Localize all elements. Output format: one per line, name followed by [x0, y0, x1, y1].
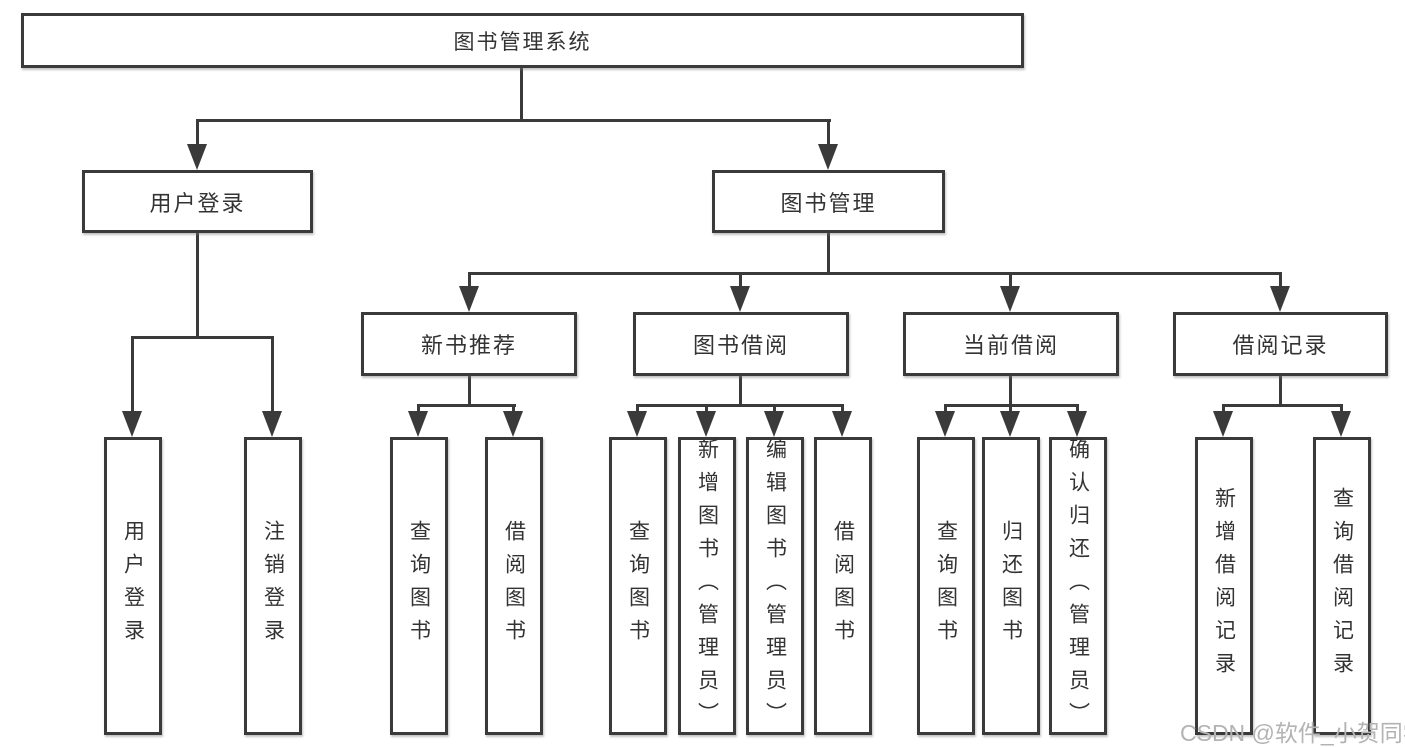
arrowhead — [696, 411, 716, 437]
node-label: 用户登录 — [149, 190, 246, 216]
connector-line — [468, 376, 471, 407]
connector-line — [1009, 272, 1012, 292]
arrowhead — [187, 144, 207, 170]
leaf-label: 注销登录 — [261, 520, 285, 652]
connector-line — [1076, 404, 1079, 416]
connector-line — [417, 404, 420, 416]
connector-line — [1222, 404, 1225, 416]
connector-line — [739, 376, 742, 407]
connector-line — [1009, 376, 1012, 407]
connector-line — [827, 119, 830, 151]
arrowhead — [408, 411, 428, 437]
connector-line — [131, 336, 274, 339]
leaf-logout: 注销登录 — [244, 437, 302, 735]
leaf-label: 新增借阅记录 — [1212, 487, 1236, 685]
leaf-label: 查询图书 — [626, 520, 650, 652]
leaf-query-book-borrow: 查询图书 — [609, 437, 667, 735]
arrowhead — [818, 144, 838, 170]
connector-line — [1009, 404, 1012, 416]
connector-line — [468, 272, 471, 292]
connector-line — [773, 404, 776, 416]
arrowhead — [1213, 411, 1233, 437]
connector-line — [1222, 404, 1343, 407]
connector-line — [520, 68, 523, 121]
leaf-query-borrow-record: 查询借阅记录 — [1313, 437, 1371, 735]
node-book-borrow: 图书借阅 — [633, 312, 849, 376]
connector-line — [1340, 404, 1343, 416]
leaf-label: 用户登录 — [121, 520, 145, 652]
leaf-label: 归还图书 — [999, 520, 1023, 652]
leaf-label: 新增图书（管理员） — [695, 437, 719, 735]
node-label: 新书推荐 — [420, 333, 517, 358]
leaf-user-login: 用户登录 — [104, 437, 162, 735]
connector-line — [1279, 272, 1282, 292]
leaf-label: 查询图书 — [934, 520, 958, 652]
arrowhead — [1331, 411, 1351, 437]
connector-line — [196, 233, 199, 338]
node-label: 图书管理系统 — [453, 30, 592, 54]
node-label: 图书借阅 — [692, 333, 789, 358]
connector-line — [196, 119, 831, 122]
node-label: 当前借阅 — [962, 333, 1059, 358]
leaf-return-book: 归还图书 — [982, 437, 1040, 735]
connector-line — [131, 336, 134, 416]
arrowhead — [627, 411, 647, 437]
node-library-management-system: 图书管理系统 — [21, 13, 1024, 68]
arrowhead — [1067, 411, 1087, 437]
leaf-query-book-recommend: 查询图书 — [390, 437, 448, 735]
connector-line — [468, 272, 1282, 275]
arrowhead — [832, 411, 852, 437]
arrowhead — [262, 411, 282, 437]
connector-line — [705, 404, 708, 416]
arrowhead — [1000, 286, 1020, 312]
leaf-label: 查询图书 — [407, 520, 431, 652]
arrowhead — [459, 286, 479, 312]
arrowhead — [503, 411, 523, 437]
connector-line — [196, 119, 199, 151]
connector-line — [417, 404, 516, 407]
connector-line — [512, 404, 515, 416]
arrowhead — [730, 286, 750, 312]
node-current-borrow: 当前借阅 — [903, 312, 1119, 376]
arrowhead — [1270, 286, 1290, 312]
leaf-label: 查询借阅记录 — [1330, 487, 1354, 685]
node-label: 借阅记录 — [1232, 333, 1329, 358]
connector-line — [636, 404, 639, 416]
leaf-add-book-admin: 新增图书（管理员） — [678, 437, 736, 735]
node-borrow-record: 借阅记录 — [1173, 312, 1388, 376]
arrowhead — [122, 411, 142, 437]
connector-line — [271, 336, 274, 416]
arrowhead — [935, 411, 955, 437]
node-book-management: 图书管理 — [712, 170, 945, 233]
node-user-login: 用户登录 — [82, 170, 313, 233]
connector-line — [944, 404, 947, 416]
leaf-query-book-current: 查询图书 — [917, 437, 975, 735]
connector-line — [1279, 376, 1282, 407]
node-label: 图书管理 — [780, 190, 877, 216]
arrowhead — [764, 411, 784, 437]
connector-line — [636, 404, 844, 407]
leaf-add-borrow-record: 新增借阅记录 — [1195, 437, 1253, 735]
connector-line — [827, 233, 830, 274]
arrowhead — [1000, 411, 1020, 437]
connector-line — [841, 404, 844, 416]
leaf-edit-book-admin: 编辑图书（管理员） — [746, 437, 804, 735]
csdn-watermark: CSDN @软件_小贺同学 — [1180, 720, 1405, 746]
leaf-label: 确认归还（管理员） — [1066, 437, 1090, 735]
leaf-borrow-book-recommend: 借阅图书 — [485, 437, 543, 735]
leaf-borrow-book: 借阅图书 — [814, 437, 872, 735]
leaf-label: 编辑图书（管理员） — [763, 437, 787, 735]
connector-line — [739, 272, 742, 292]
node-new-book-recommend: 新书推荐 — [361, 312, 577, 376]
leaf-confirm-return-admin: 确认归还（管理员） — [1049, 437, 1107, 735]
leaf-label: 借阅图书 — [502, 520, 526, 652]
leaf-label: 借阅图书 — [831, 520, 855, 652]
